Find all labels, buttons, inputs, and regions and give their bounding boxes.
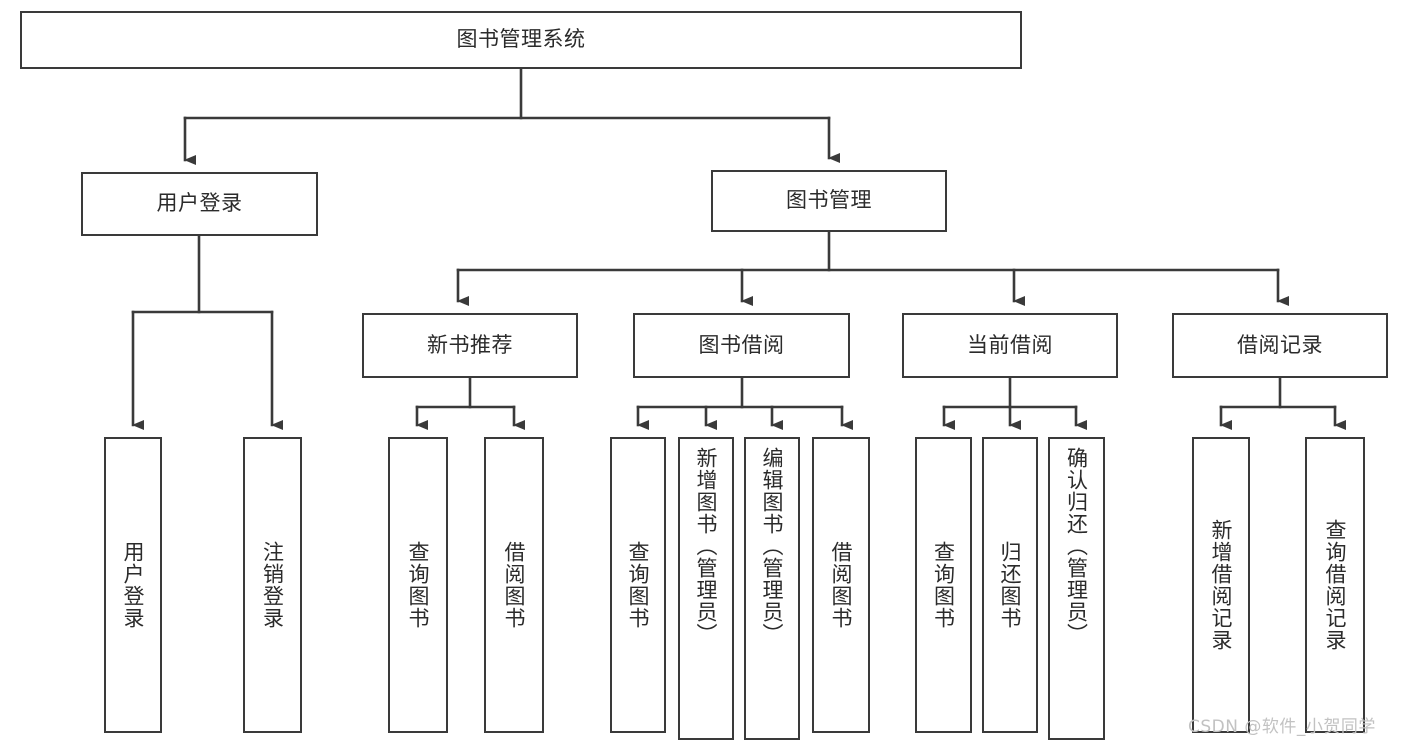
leaf-confirm-return-admin[interactable]: 确认归还（管理员）	[1048, 437, 1105, 740]
leaf-add-borrow-record-label: 新增借阅记录	[1209, 519, 1234, 651]
node-root-label: 图书管理系统	[456, 27, 586, 52]
node-borrowing-record-label: 借阅记录	[1237, 332, 1323, 357]
leaf-user-login-label: 用户登录	[121, 541, 146, 629]
leaf-edit-book-admin[interactable]: 编辑图书（管理员）	[744, 437, 800, 740]
node-new-book-recommendation[interactable]: 新书推荐	[362, 313, 578, 378]
node-user-login[interactable]: 用户登录	[81, 172, 318, 236]
node-book-management[interactable]: 图书管理	[711, 170, 947, 232]
leaf-logout-label: 注销登录	[260, 541, 285, 629]
leaf-query-book-rec[interactable]: 查询图书	[388, 437, 448, 733]
leaf-return-book-label: 归还图书	[998, 541, 1023, 629]
leaf-query-book-current[interactable]: 查询图书	[915, 437, 972, 733]
leaf-query-borrow-record-label: 查询借阅记录	[1323, 519, 1348, 651]
leaf-query-book-rec-label: 查询图书	[406, 541, 431, 629]
leaf-query-book-borrow[interactable]: 查询图书	[610, 437, 666, 733]
node-user-login-label: 用户登录	[156, 191, 243, 216]
csdn-watermark: CSDN @软件_小贺同学	[1188, 717, 1376, 737]
node-book-management-label: 图书管理	[786, 188, 872, 213]
node-borrowing-record[interactable]: 借阅记录	[1172, 313, 1388, 378]
node-current-borrowing-label: 当前借阅	[967, 332, 1053, 357]
leaf-confirm-return-admin-label: 确认归还（管理员）	[1064, 447, 1089, 645]
leaf-user-login[interactable]: 用户登录	[104, 437, 162, 733]
leaf-query-book-borrow-label: 查询图书	[626, 541, 651, 629]
node-root[interactable]: 图书管理系统	[20, 11, 1022, 69]
leaf-return-book[interactable]: 归还图书	[982, 437, 1038, 733]
node-new-book-recommendation-label: 新书推荐	[427, 332, 513, 357]
leaf-borrow-book-rec[interactable]: 借阅图书	[484, 437, 544, 733]
leaf-add-book-admin[interactable]: 新增图书（管理员）	[678, 437, 734, 740]
node-book-borrowing-label: 图书借阅	[698, 332, 785, 357]
leaf-add-borrow-record[interactable]: 新增借阅记录	[1192, 437, 1250, 733]
leaf-borrow-book-rec-label: 借阅图书	[502, 541, 527, 629]
leaf-query-borrow-record[interactable]: 查询借阅记录	[1305, 437, 1365, 733]
node-current-borrowing[interactable]: 当前借阅	[902, 313, 1118, 378]
leaf-query-book-current-label: 查询图书	[931, 541, 956, 629]
leaf-edit-book-admin-label: 编辑图书（管理员）	[760, 447, 785, 645]
leaf-logout[interactable]: 注销登录	[243, 437, 302, 733]
leaf-add-book-admin-label: 新增图书（管理员）	[694, 447, 719, 645]
leaf-borrow-book-label: 借阅图书	[829, 541, 854, 629]
leaf-borrow-book[interactable]: 借阅图书	[812, 437, 870, 733]
node-book-borrowing[interactable]: 图书借阅	[633, 313, 850, 378]
